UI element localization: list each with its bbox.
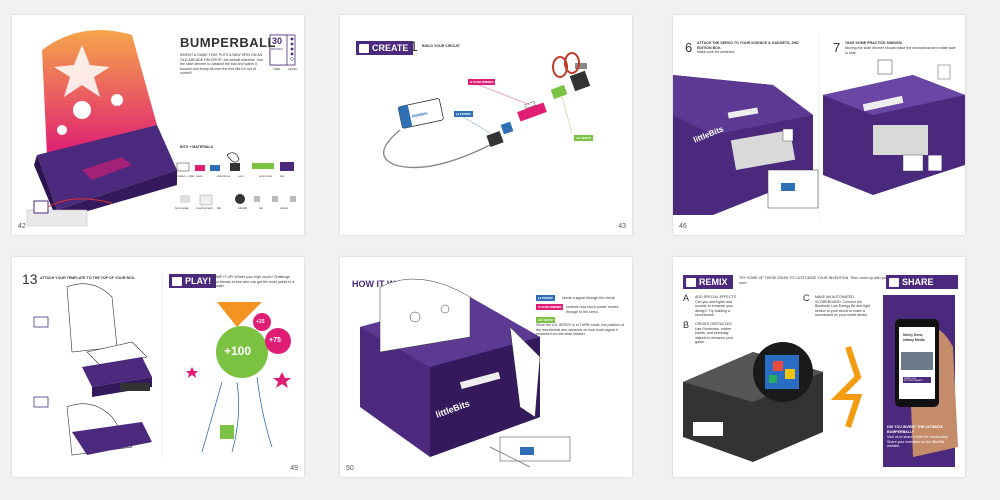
page-number: 43 (618, 223, 626, 230)
page-46: 6 ATTACH THE SERVO TO YOUR SCIENCE & GAD… (673, 15, 965, 235)
create-banner-text: CREATE (372, 43, 409, 53)
share-banner: SHARE (886, 275, 958, 289)
servo-text: Since the o11 SERVO is in TURN mode, the… (536, 323, 624, 337)
level-label: LEVEL (288, 67, 298, 71)
phone-button: SHARE THIS ACCOMPLISHMENT (904, 378, 923, 383)
page-50: HOW IT WORKS p1 POWER sends a signal thr… (340, 257, 632, 477)
share-question: DID YOU INVENT THE ULTIMATE BUMPERBALL? (887, 425, 943, 434)
share-banner-text: SHARE (902, 277, 934, 287)
servo-attach-illustration (673, 35, 965, 220)
share-icon (889, 277, 899, 287)
bit-item-label: servo mount (259, 175, 273, 178)
step-number: 1 (410, 38, 418, 54)
page-title: BUMPERBALL (180, 35, 276, 50)
page-number: 46 (679, 223, 687, 230)
idea-c-text: MAKE AN AUTOMATED SCOREBOARD. Connect th… (815, 295, 870, 318)
page-49: 13 ATTACH YOUR TEMPLATE TO THE TOP OF YO… (12, 257, 304, 477)
page-42: BUMPERBALL 30 MINUTES TIME LEVEL INVENT … (12, 15, 304, 235)
play-icon (172, 276, 182, 286)
idea-b-letter: B (683, 320, 690, 330)
bit-item-label: ball (217, 207, 221, 210)
servo-label: o11 SERVO (536, 317, 556, 323)
page-number: 42 (18, 223, 26, 230)
bit-item-label: box template (175, 207, 189, 210)
mechanism-illustration (360, 278, 571, 468)
bit-item-label: servo (238, 175, 244, 178)
slide-dimmer-label: i3 SLIDE DIMMER (468, 79, 496, 85)
idea-c-letter: C (803, 293, 810, 303)
bit-item-label: 9V battery + cable (175, 175, 195, 178)
idea-a-letter: A (683, 293, 690, 303)
intro-text: INVENT A GAME THAT PUTS A NEW SPIN ON AN… (180, 53, 264, 76)
remix-photo (683, 295, 958, 467)
page-number: 51 (951, 467, 959, 474)
step7-text: TAKE SOME PRACTICE SWINGS! (845, 41, 903, 45)
pinball-illustration (26, 30, 296, 227)
remix-icon (686, 277, 696, 287)
power-label: p1 POWER (536, 295, 555, 301)
page-51: REMIX TRY SOME OF THESE IDEAS TO CUSTOMI… (673, 257, 965, 477)
bit-item-label: mounting board (196, 207, 213, 210)
servo-label: o11 SERVO (574, 135, 594, 141)
step6-sub: Make sure it's centered. (697, 50, 736, 54)
bit-item-label: slide dimmer (217, 175, 231, 178)
time-value: 30 (272, 36, 283, 46)
bit-item-label: bolt (259, 207, 263, 210)
step6-number: 6 (685, 40, 693, 55)
time-unit: MINUTES (271, 48, 283, 51)
phone-text: Nicely Done, Infamy Media (903, 333, 925, 342)
slide-dimmer-label: i3 SLIDE DIMMER (536, 304, 564, 310)
dimmer-text: controls how much power moves through to… (566, 305, 619, 314)
time-label: TIME (273, 67, 281, 71)
step-text: BUILD YOUR CIRCUIT. (422, 44, 461, 48)
share-text: Visit us to share it with the community!… (887, 435, 949, 449)
create-icon (359, 43, 369, 53)
remix-banner: REMIX (683, 275, 733, 289)
score-big: +100 (224, 344, 252, 358)
bit-item-label: ball-light (238, 207, 247, 210)
remix-banner-text: REMIX (699, 277, 728, 287)
create-banner: CREATE (356, 41, 414, 55)
power-label: p1 POWER (454, 111, 473, 117)
power-text: sends a signal through the circuit. (562, 296, 616, 300)
bit-item-label: wire (280, 175, 285, 178)
bits-heading: BITS + MATERIALS (180, 145, 213, 149)
step7-number: 7 (833, 40, 841, 55)
page-43: CREATE 1 BUILD YOUR CIRCUIT. i3 SLIDE DI… (340, 15, 632, 235)
idea-b-text: CREATE OBSTACLES. Use Rowbricks, rubber … (695, 322, 734, 345)
play-banner-text: PLAY! (185, 276, 212, 286)
page-number: 50 (346, 465, 354, 472)
page-number: 49 (290, 465, 298, 472)
step-text: ATTACH YOUR TEMPLATE TO THE TOP OF YOUR … (40, 276, 136, 280)
score-small: +25 (256, 319, 265, 325)
idea-a-text: ADD SPECIAL EFFECTS. Can you add lights … (695, 295, 738, 318)
step6-text: ATTACH THE SERVO TO YOUR SCIENCE & GADGE… (697, 41, 799, 50)
play-text: BUMP IT UP! What's your high score? Chal… (212, 275, 295, 289)
step-number: 13 (22, 271, 38, 287)
play-banner: PLAY! (169, 274, 217, 288)
remix-text: TRY SOME OF THESE IDEAS TO CUSTOMIZE YOU… (739, 276, 889, 285)
circuit-illustration (383, 52, 591, 169)
template-attach-illustration (33, 272, 291, 457)
step7-sub: Moving the slide dimmer should make the … (845, 46, 956, 55)
score-mid: +75 (269, 337, 281, 344)
bit-item-label: power (196, 175, 203, 178)
bit-item-label: stickers (280, 207, 289, 210)
